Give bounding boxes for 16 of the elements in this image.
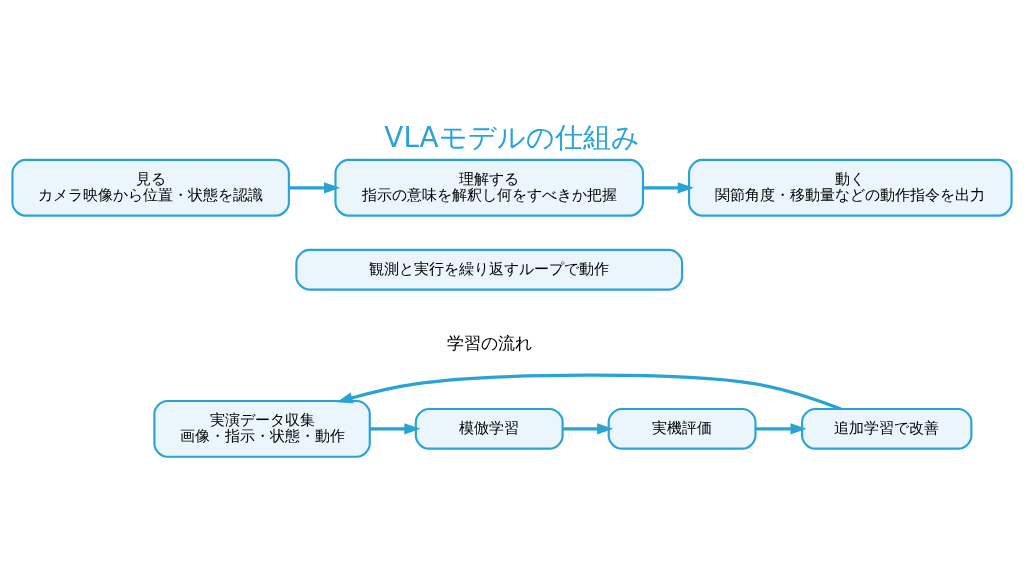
arrow [755, 422, 807, 434]
arrow [562, 422, 614, 434]
node-box: 観測と実行を繰り返すループで動作 [295, 248, 684, 291]
arrow [369, 422, 421, 434]
diagram-title: VLAモデルの仕組み [384, 120, 640, 154]
arrow [336, 373, 842, 410]
node-box: 見る カメラ映像から位置・状態を認識 [11, 158, 290, 217]
node-box: 模倣学習 [414, 407, 564, 450]
node-box: 実機評価 [607, 407, 757, 450]
arrow [289, 181, 341, 193]
node-box: 実演データ収集 画像・指示・状態・動作 [153, 399, 371, 458]
node-box: 動く 関節角度・移動量などの動作指令を出力 [687, 158, 1013, 217]
arrow [643, 181, 694, 193]
node-box: 追加学習で改善 [801, 407, 973, 450]
label: 学習の流れ [446, 332, 532, 353]
node-box: 理解する 指示の意味を解釈し何をすべきか把握 [334, 158, 645, 217]
